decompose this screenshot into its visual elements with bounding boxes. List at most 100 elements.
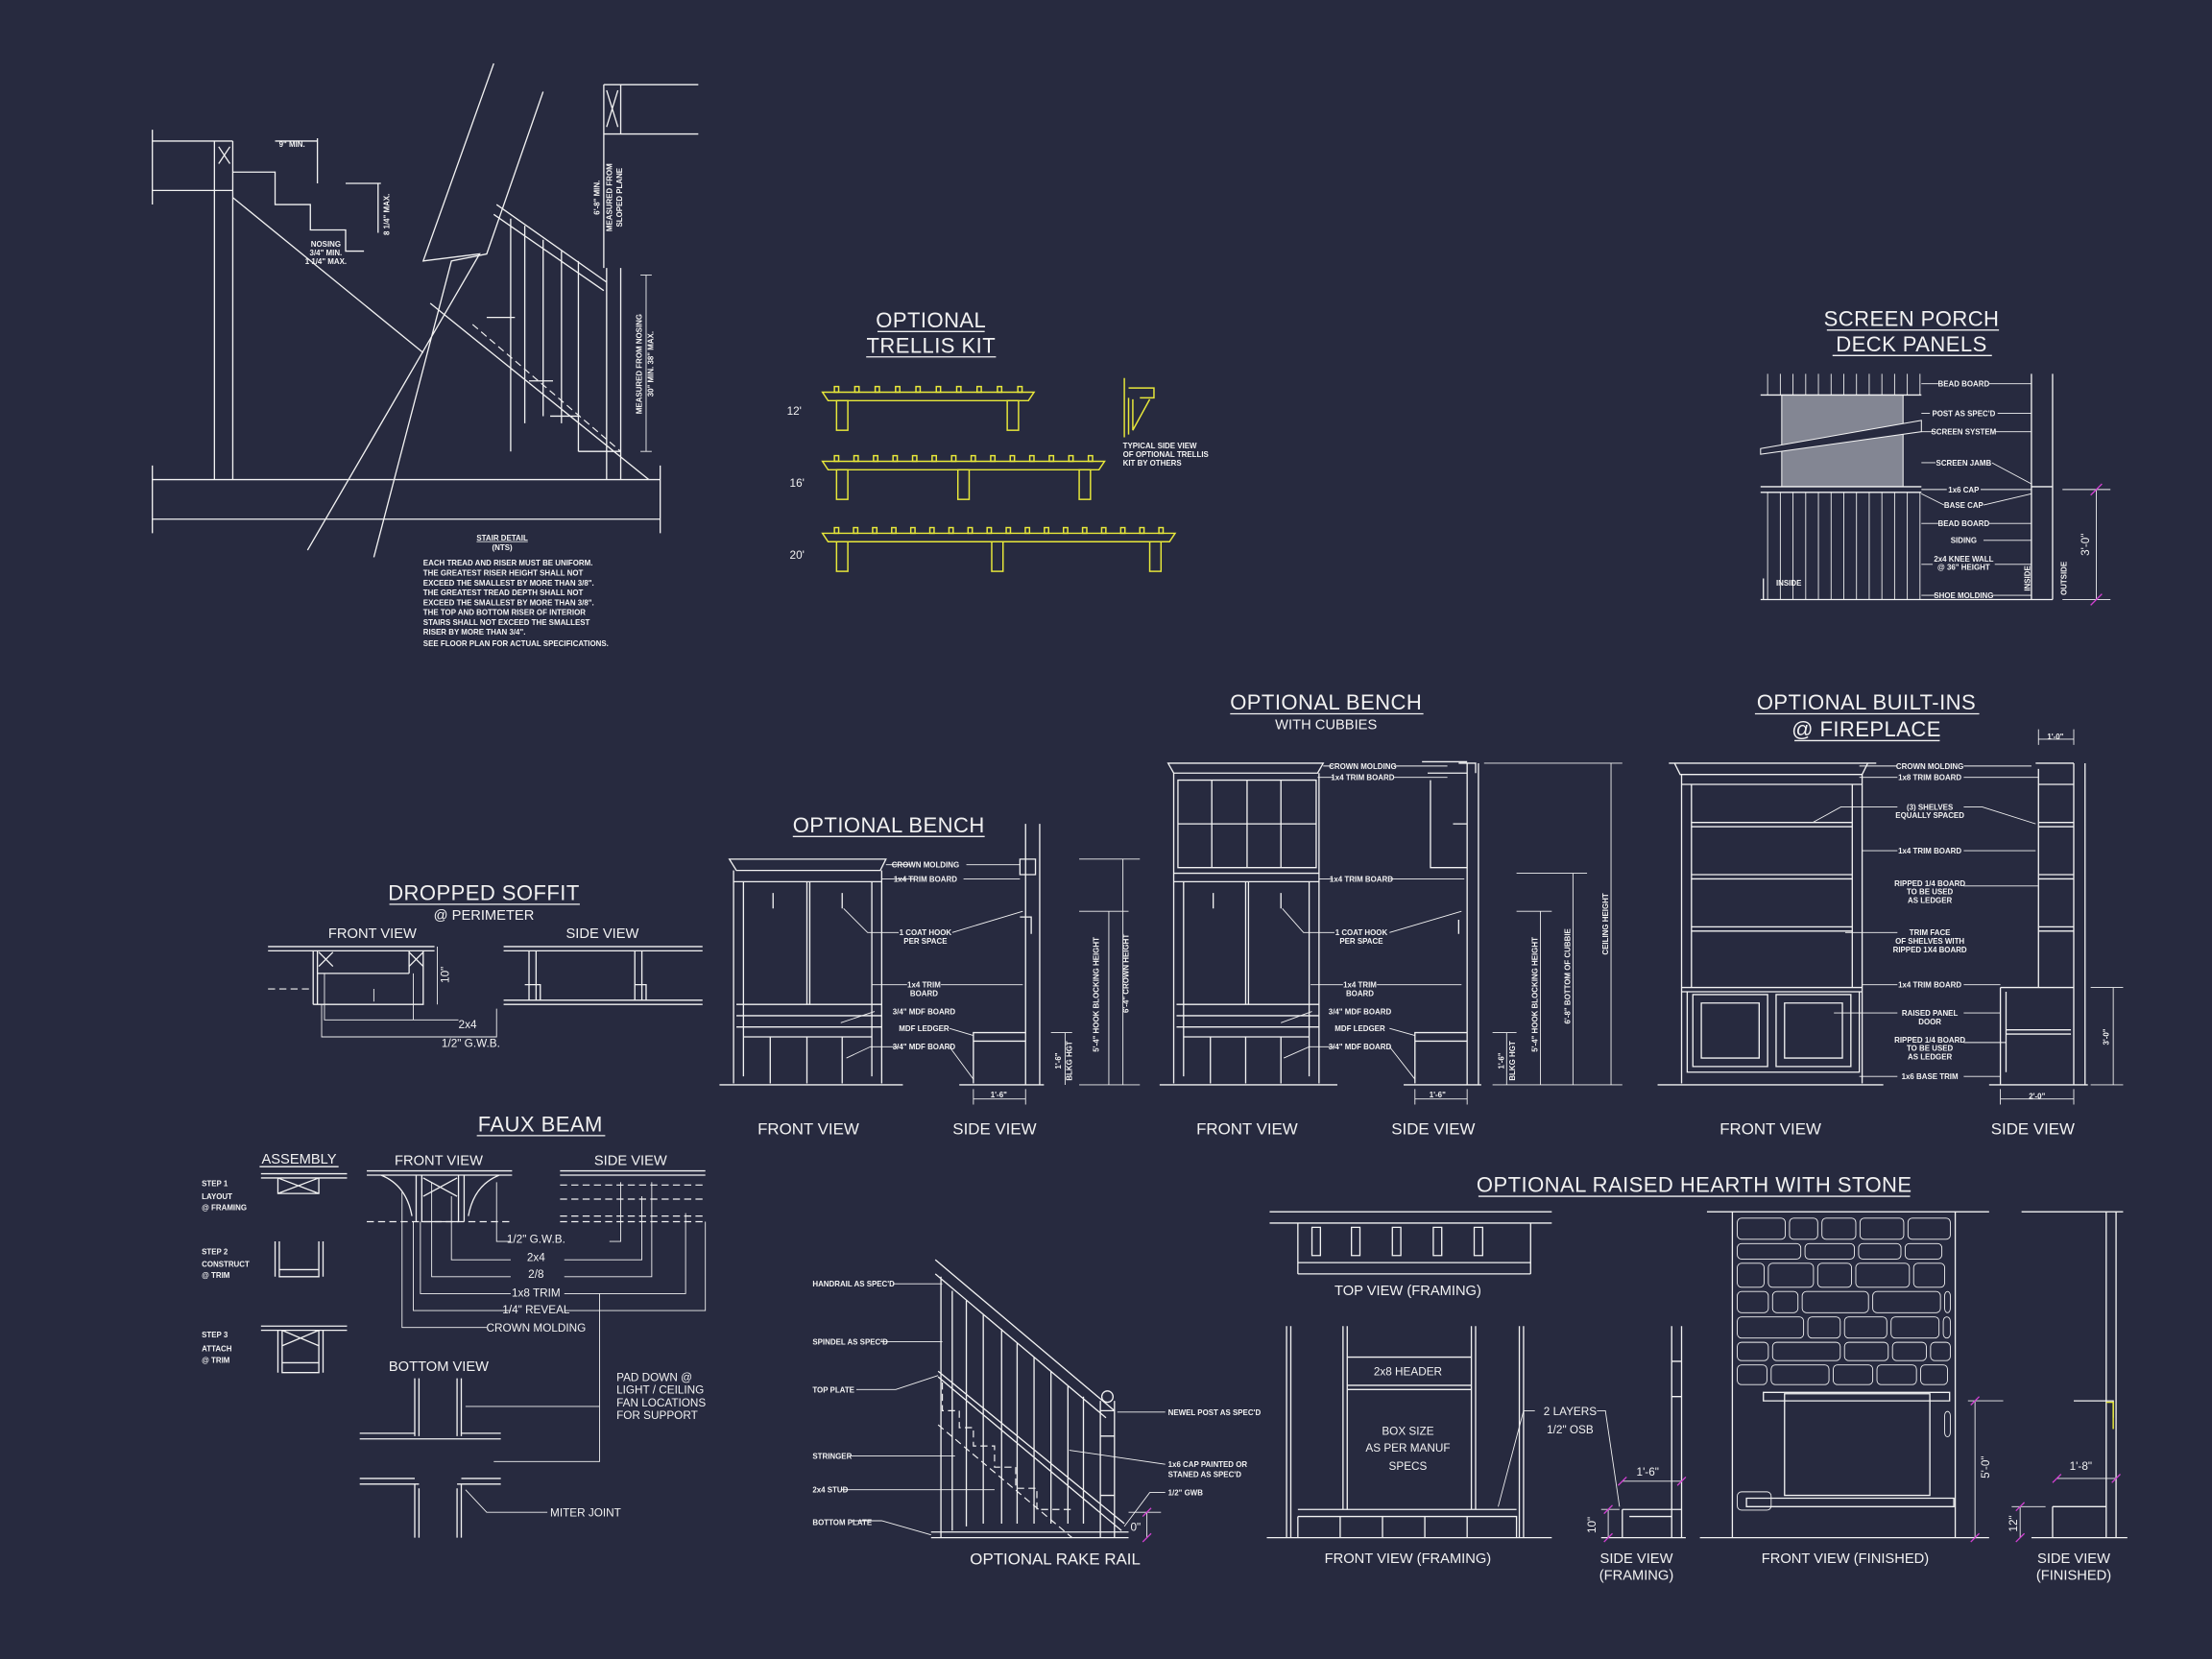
bench-dim: 1'-6" xyxy=(1054,1052,1063,1069)
faux-side-view: SIDE VIEW xyxy=(594,1154,667,1169)
stair-detail-title: STAIR DETAIL xyxy=(476,534,528,542)
trellis-rafter xyxy=(948,526,954,535)
trellis-rafter xyxy=(1044,526,1049,535)
stone xyxy=(1904,1242,1943,1260)
dropped-soffit: DROPPED SOFFIT @ PERIMETER FRONT VIEW SI… xyxy=(268,880,703,1049)
trellis-rafter xyxy=(1158,526,1165,535)
faux-label: 2x4 xyxy=(527,1252,545,1264)
trellis-rafter xyxy=(935,385,942,394)
trellis-rafter xyxy=(853,526,859,535)
trellis-rafter xyxy=(997,385,1003,394)
trellis-rafter xyxy=(891,526,897,535)
porch-height-dim: 3'-0" xyxy=(2080,533,2092,555)
note-line: EACH TREAD AND RISER MUST BE UNIFORM. xyxy=(423,559,593,567)
builtins-label: (3) SHELVES xyxy=(1907,803,1953,811)
stone xyxy=(1890,1316,1940,1339)
box-size-label: BOX SIZE xyxy=(1382,1425,1433,1437)
rake-right-labels: NEWEL POST AS SPEC'D 1x6 CAP PAINTED OR … xyxy=(1168,1408,1262,1498)
porch-label: SHOE MOLDING xyxy=(1934,591,1993,600)
cubbies-front-view: FRONT VIEW xyxy=(1196,1119,1298,1138)
trellis-rafter xyxy=(986,526,993,535)
stone xyxy=(1942,1316,1951,1339)
trellis-size-16: 16' xyxy=(790,477,805,490)
trellis-title: OPTIONAL xyxy=(876,308,986,332)
stone xyxy=(1859,1217,1905,1240)
trellis-rafter xyxy=(1068,454,1074,463)
note-line: THE GREATEST TREAD DEPTH SHALL NOT xyxy=(423,589,584,597)
trellis-20' xyxy=(821,526,1177,572)
cubbies-label: 3/4" MDF BOARD xyxy=(1329,1007,1392,1016)
trellis-rafter xyxy=(911,454,918,463)
bench-label: PER SPACE xyxy=(903,937,947,946)
soffit-gwb: 1/2" G.W.B. xyxy=(442,1037,500,1049)
trellis-12' xyxy=(821,385,1036,431)
inside-label-vertical: INSIDE xyxy=(2023,565,2032,590)
stone xyxy=(1833,1364,1874,1385)
trellis-rafter xyxy=(1048,454,1055,463)
trellis-kit: OPTIONAL TRELLIS KIT 12' 16' 20' TYPICAL… xyxy=(787,308,1209,572)
rake-label: 1/2" GWB xyxy=(1168,1489,1204,1498)
stone xyxy=(1944,1290,1951,1313)
cubbies-label: 1x4 TRIM BOARD xyxy=(1330,875,1393,883)
pad-note: FOR SUPPORT xyxy=(616,1409,698,1422)
cubbies-label: BOARD xyxy=(1346,989,1374,998)
side-view-framing: (FRAMING) xyxy=(1599,1569,1674,1584)
trellis-rafter xyxy=(1062,526,1069,535)
stair-detail-scale: (NTS) xyxy=(493,543,513,552)
cubbies-label: 1x4 TRIM BOARD xyxy=(1331,774,1394,782)
nosing-label: NOSING xyxy=(311,240,341,249)
screen-porch-title: SCREEN PORCH xyxy=(1824,306,2000,330)
soffit-2x4: 2x4 xyxy=(459,1019,477,1031)
trellis-side-view xyxy=(1123,377,1155,438)
optional-raised-hearth: OPTIONAL RAISED HEARTH WITH STONE TOP VI… xyxy=(1266,1173,2128,1584)
trellis-rafter xyxy=(874,385,880,394)
screen-porch-deck-panels: SCREEN PORCH DECK PANELS BEAD BOARD POST… xyxy=(1760,306,2111,606)
rake-label: STRINGER xyxy=(812,1452,852,1460)
trellis-rafter xyxy=(909,526,916,535)
trellis-rafter xyxy=(1087,454,1094,463)
trellis-rafter xyxy=(833,385,840,394)
side-view-framing: SIDE VIEW xyxy=(1600,1551,1673,1567)
rake-dim: 0" xyxy=(1130,1521,1141,1533)
faux-beam-title: FAUX BEAM xyxy=(478,1112,603,1136)
porch-label: SIDING xyxy=(1951,537,1977,545)
porch-labels: BEAD BOARD POST AS SPEC'D SCREEN SYSTEM … xyxy=(1931,380,1996,600)
faux-label: 1x8 TRIM xyxy=(512,1286,561,1299)
note-line: EXCEED THE SMALLEST BY MORE THAN 3/8". xyxy=(423,598,594,607)
rake-left-labels: HANDRAIL AS SPEC'D SPINDEL AS SPEC'D TOP… xyxy=(812,1280,895,1527)
builtins-label: CROWN MOLDING xyxy=(1896,762,1963,771)
bench-labels: CROWN MOLDING 1x4 TRIM BOARD 1 COAT HOOK… xyxy=(892,861,959,1052)
pad-note: LIGHT / CEILING xyxy=(616,1384,704,1397)
trellis-rafter xyxy=(931,454,938,463)
faux-beam: FAUX BEAM ASSEMBLY STEP 1 LAYOUT @ FRAMI… xyxy=(202,1112,706,1538)
builtins-subtitle: @ FIREPLACE xyxy=(1791,717,1941,741)
rake-label: NEWEL POST AS SPEC'D xyxy=(1168,1408,1262,1417)
trellis-rafter xyxy=(975,385,982,394)
bench-label: MDF LEDGER xyxy=(899,1024,950,1033)
finished-height: 5'-0" xyxy=(1980,1455,1992,1478)
trellis-rafter xyxy=(950,454,957,463)
bench-dim: BLKG HGT xyxy=(1066,1041,1074,1081)
nosing-label: 3/4" MIN. xyxy=(310,249,343,257)
bench-depth: 1'-6" xyxy=(991,1091,1007,1099)
porch-label: POST AS SPEC'D xyxy=(1932,409,1995,418)
box-size-label: AS PER MANUF xyxy=(1365,1442,1450,1455)
cubbies-side-view: SIDE VIEW xyxy=(1391,1119,1475,1138)
note-line: SEE FLOOR PLAN FOR ACTUAL SPECIFICATIONS… xyxy=(423,639,609,648)
optional-built-ins: OPTIONAL BUILT-INS @ FIREPLACE CROWN MOL… xyxy=(1657,690,2124,1138)
stone xyxy=(1737,1341,1769,1361)
trellis-size-12: 12' xyxy=(787,405,802,418)
porch-label: BEAD BOARD xyxy=(1938,380,1990,389)
trellis-rafter xyxy=(892,454,899,463)
note-line: EXCEED THE SMALLEST BY MORE THAN 3/8". xyxy=(423,579,594,588)
soffit-title: DROPPED SOFFIT xyxy=(388,880,580,904)
builtins-label: OF SHELVES WITH xyxy=(1895,937,1964,946)
side-view-finished: (FINISHED) xyxy=(2036,1569,2111,1584)
porch-label: SCREEN SYSTEM xyxy=(1931,428,1996,437)
stone xyxy=(1930,1341,1951,1361)
builtins-label: RIPPED 1/4 BOARD xyxy=(1894,879,1965,888)
stone xyxy=(1920,1364,1948,1385)
soffit-subtitle: @ PERIMETER xyxy=(434,908,535,924)
stone xyxy=(1843,1341,1889,1361)
